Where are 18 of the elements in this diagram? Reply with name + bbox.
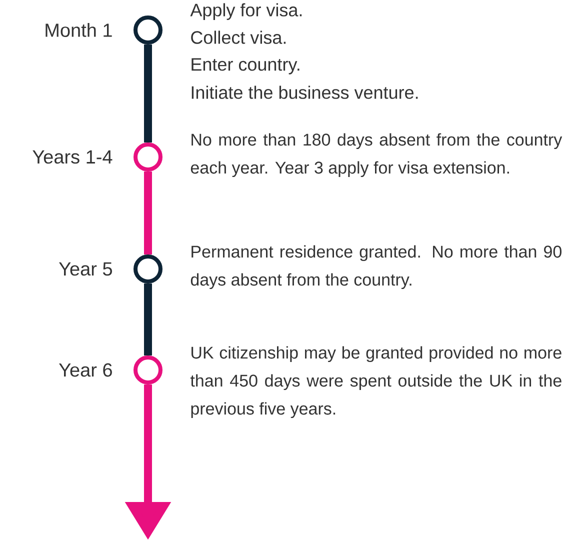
description-text: No more than 180 days absent from the country each year. Year 3 apply for visa extension. [190,133,562,178]
timeline-line [144,172,152,254]
description-text: Permanent residence granted. No more than 90 days absent from the country. [190,245,562,290]
time-label: Year 5 [59,262,112,276]
time-label: Month 1 [46,23,112,37]
time-label: Years 1-4 [32,150,112,164]
description-text: Collect visa. [191,30,286,44]
timeline-line [144,284,152,356]
description-text: Enter country. [192,58,300,74]
timeline-line [144,44,152,142]
time-label: Year 6 [59,363,112,377]
timeline-circle [134,254,162,284]
description-text: Initiate the business venture. [192,86,418,99]
description-text: UK citizenship may be granted provided no more than 450 days were spent outside the UK in the previous five years. [190,346,562,418]
timeline-circle [134,142,162,172]
timeline-circle [134,16,162,44]
timeline-circle [134,356,162,384]
description-text: Apply for visa. [190,3,302,20]
